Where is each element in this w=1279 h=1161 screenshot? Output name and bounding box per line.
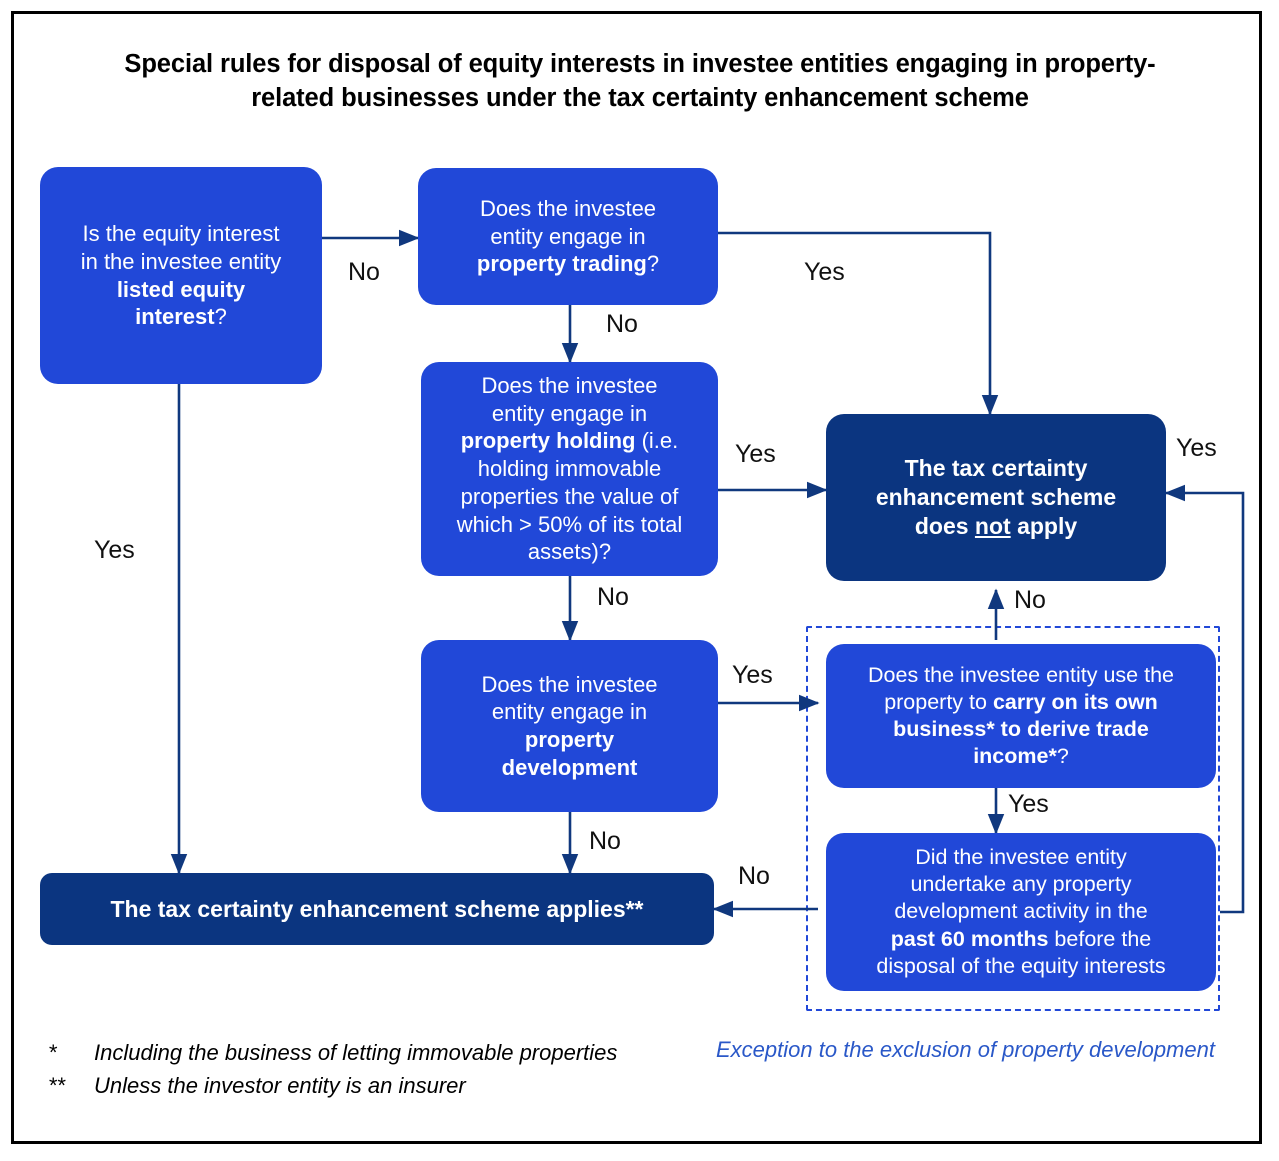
footnote-marker-2: ** — [48, 1073, 66, 1098]
footnote-text-2: Unless the investor entity is an insurer — [94, 1073, 466, 1098]
footnote-marker-1: * — [48, 1040, 57, 1065]
edge-label-property-holding-no: No — [597, 583, 629, 611]
footnote-text-1: Including the business of letting immova… — [94, 1040, 618, 1065]
edge-label-past-60-months-yes: Yes — [1176, 434, 1217, 462]
edge-label-past-60-months-no: No — [738, 862, 770, 890]
edge-label-property-holding-yes: Yes — [735, 440, 776, 468]
diagram-frame — [11, 11, 1262, 1144]
edge-label-property-trading-no: No — [606, 310, 638, 338]
edge-label-property-development-no: No — [589, 827, 621, 855]
footnote-double-asterisk: ** Unless the investor entity is an insur… — [48, 1073, 466, 1099]
footnote-single-asterisk: * Including the business of letting immov… — [48, 1040, 617, 1066]
edge-label-own-business-no: No — [1014, 586, 1046, 614]
edge-label-property-trading-yes: Yes — [804, 258, 845, 286]
page-title: Special rules for disposal of equity int… — [124, 50, 1156, 112]
edge-label-listed-equity-no: No — [348, 258, 380, 286]
exception-group-caption: Exception to the exclusion of property d… — [716, 1037, 1215, 1062]
edge-label-own-business-yes: Yes — [1008, 790, 1049, 818]
scheme-applies-node[interactable]: The tax certainty enhancement scheme app… — [40, 873, 714, 945]
edge-label-listed-equity-yes: Yes — [94, 536, 135, 564]
edge-label-property-development-yes: Yes — [732, 661, 773, 689]
